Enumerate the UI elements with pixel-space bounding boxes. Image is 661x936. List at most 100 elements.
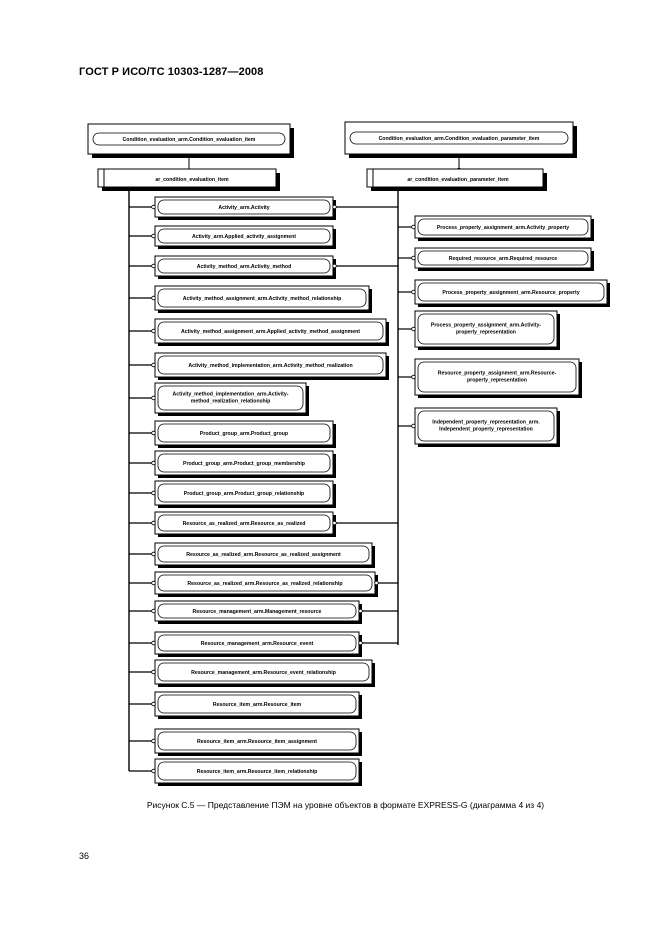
right-entity-label: Independent_property_representation xyxy=(439,427,533,433)
left-entity-label: Activity_arm.Applied_activity_assignment xyxy=(192,234,296,240)
right-connector-end xyxy=(411,326,416,332)
left-entity-7: Product_group_arm.Product_group xyxy=(154,420,336,448)
right-entity-label: Process_property_assignment_arm.Resource… xyxy=(442,290,579,296)
left-entity-label: Resource_as_realized_arm.Resource_as_rea… xyxy=(183,521,306,527)
left-select-type: ar_condition_evaluation_item xyxy=(97,168,280,191)
left-entity-label: Activity_method_arm.Activity_method xyxy=(197,264,292,270)
left-entity-4: Activity_method_assignment_arm.Applied_a… xyxy=(154,318,389,346)
left-connector-end xyxy=(151,233,156,239)
right-entity-label: property_representation xyxy=(467,378,527,384)
right-entity-5: Independent_property_representation_arm.… xyxy=(414,407,560,447)
left-entity-3: Activity_method_assignment_arm.Activity_… xyxy=(154,285,372,313)
left-connector-end xyxy=(151,701,156,707)
left-entity-label: Resource_item_arm.Resource_item xyxy=(213,702,302,708)
left-connector-end xyxy=(151,395,156,401)
left-connector-end xyxy=(151,490,156,496)
top-left-entity-label: Condition_evaluation_arm.Condition_evalu… xyxy=(123,137,256,143)
left-entity-12: Resource_as_realized_arm.Resource_as_rea… xyxy=(154,571,378,597)
left-entity-15: Resource_management_arm.Resource_event_r… xyxy=(154,659,375,687)
right-entity-list: Process_property_assignment_arm.Activity… xyxy=(398,215,610,447)
cross-link-end xyxy=(358,640,363,646)
left-entity-10: Resource_as_realized_arm.Resource_as_rea… xyxy=(154,511,336,537)
left-entity-label: Resource_as_realized_arm.Resource_as_rea… xyxy=(186,552,341,558)
right-entity-label: Process_property_assignment_arm.Activity… xyxy=(437,225,569,231)
left-entity-label: Product_group_arm.Product_group_relation… xyxy=(184,491,304,497)
right-connector-end xyxy=(411,374,416,380)
page-number: 36 xyxy=(79,851,90,861)
right-entity-2: Process_property_assignment_arm.Resource… xyxy=(414,279,610,307)
left-connector-end xyxy=(151,640,156,646)
right-entity-3: Process_property_assignment_arm.Activity… xyxy=(414,310,560,350)
left-entity-13: Resource_management_arm.Management_resou… xyxy=(154,600,362,624)
right-connector-end xyxy=(411,423,416,429)
cross-link-end xyxy=(358,608,363,614)
left-connector-end xyxy=(151,362,156,368)
right-entity-4: Resource_property_assignment_arm.Resourc… xyxy=(414,358,582,398)
figure-caption: Рисунок С.5 — Представление ПЭМ на уровн… xyxy=(146,800,545,810)
left-entity-1: Activity_arm.Applied_activity_assignment xyxy=(154,225,336,249)
left-entity-label: Resource_item_arm.Resource_item_relation… xyxy=(197,769,318,775)
right-select-type: ar_condition_evaluation_parameter_item xyxy=(366,168,547,191)
right-entity-label: property_representation xyxy=(456,330,516,336)
left-entity-11: Resource_as_realized_arm.Resource_as_rea… xyxy=(154,542,375,568)
left-entity-label: Resource_item_arm.Resource_item_assignme… xyxy=(197,739,317,745)
left-entity-label: Resource_management_arm.Resource_event xyxy=(201,641,314,647)
left-entity-2: Activity_method_arm.Activity_method xyxy=(154,255,336,279)
left-entity-list: Activity_arm.ActivityActivity_arm.Applie… xyxy=(129,196,389,786)
right-entity-label: Process_property_assignment_arm.Activity… xyxy=(431,323,541,329)
left-connector-end xyxy=(151,295,156,301)
left-connector-end xyxy=(151,768,156,774)
left-entity-17: Resource_item_arm.Resource_item_assignme… xyxy=(154,728,362,756)
left-entity-8: Product_group_arm.Product_group_membersh… xyxy=(154,450,336,478)
left-connector-end xyxy=(151,430,156,436)
right-entity-label: Required_resource_arm.Required_resource xyxy=(449,256,558,262)
right-entity-1: Required_resource_arm.Required_resource xyxy=(414,247,594,271)
left-connector-end xyxy=(151,520,156,526)
right-connector-end xyxy=(411,255,416,261)
left-entity-14: Resource_management_arm.Resource_event xyxy=(154,631,362,657)
left-entity-label: Resource_management_arm.Resource_event_r… xyxy=(191,670,336,676)
cross-link-end xyxy=(332,263,337,269)
left-entity-5: Activity_method_implementation_arm.Activ… xyxy=(154,352,389,380)
right-entity-0: Process_property_assignment_arm.Activity… xyxy=(414,215,594,241)
express-g-diagram: Condition_evaluation_arm.Condition_evalu… xyxy=(87,121,610,786)
right-entity-label: Independent_property_representation_arm. xyxy=(432,420,540,426)
left-connector-end xyxy=(151,460,156,466)
left-connector-end xyxy=(151,580,156,586)
left-entity-label: Resource_management_arm.Management_resou… xyxy=(193,609,322,615)
left-entity-18: Resource_item_arm.Resource_item_relation… xyxy=(154,758,362,786)
right-connector-end xyxy=(411,224,416,230)
top-right-entity-label: Condition_evaluation_arm.Condition_evalu… xyxy=(379,136,540,142)
left-connector-end xyxy=(151,738,156,744)
left-entity-label: method_realization_relationship xyxy=(191,399,271,405)
top-right-entity: Condition_evaluation_arm.Condition_evalu… xyxy=(344,121,577,158)
left-entity-label: Activity_method_implementation_arm.Activ… xyxy=(173,392,289,398)
right-select-label: ar_condition_evaluation_parameter_item xyxy=(407,177,509,183)
cross-link-end xyxy=(332,204,337,210)
left-entity-16: Resource_item_arm.Resource_item xyxy=(154,691,362,719)
left-entity-6: Activity_method_implementation_arm.Activ… xyxy=(154,382,309,416)
document-header: ГОСТ Р ИСО/ТС 10303-1287—2008 xyxy=(79,66,264,78)
left-entity-label: Product_group_arm.Product_group xyxy=(200,431,288,437)
left-entity-label: Activity_method_implementation_arm.Activ… xyxy=(188,363,352,369)
cross-link-end xyxy=(374,580,379,586)
left-connector-end xyxy=(151,263,156,269)
left-entity-9: Product_group_arm.Product_group_relation… xyxy=(154,480,336,508)
left-connector-end xyxy=(151,669,156,675)
right-entity-label: Resource_property_assignment_arm.Resourc… xyxy=(438,371,557,377)
left-connector-end xyxy=(151,608,156,614)
left-entity-label: Resource_as_realized_arm.Resource_as_rea… xyxy=(187,581,342,587)
left-connector-end xyxy=(151,551,156,557)
left-entity-0: Activity_arm.Activity xyxy=(154,196,336,220)
top-left-entity: Condition_evaluation_arm.Condition_evalu… xyxy=(87,123,294,158)
cross-link-end xyxy=(332,520,337,526)
cross-links xyxy=(332,204,398,646)
left-entity-label: Activity_method_assignment_arm.Activity_… xyxy=(183,296,342,302)
left-entity-label: Activity_arm.Activity xyxy=(218,205,269,211)
left-entity-label: Activity_method_assignment_arm.Applied_a… xyxy=(181,329,360,335)
left-connector-end xyxy=(151,328,156,334)
left-connector-end xyxy=(151,204,156,210)
right-connector-end xyxy=(411,289,416,295)
left-entity-label: Product_group_arm.Product_group_membersh… xyxy=(183,461,305,467)
left-select-label: ar_condition_evaluation_item xyxy=(155,177,229,183)
